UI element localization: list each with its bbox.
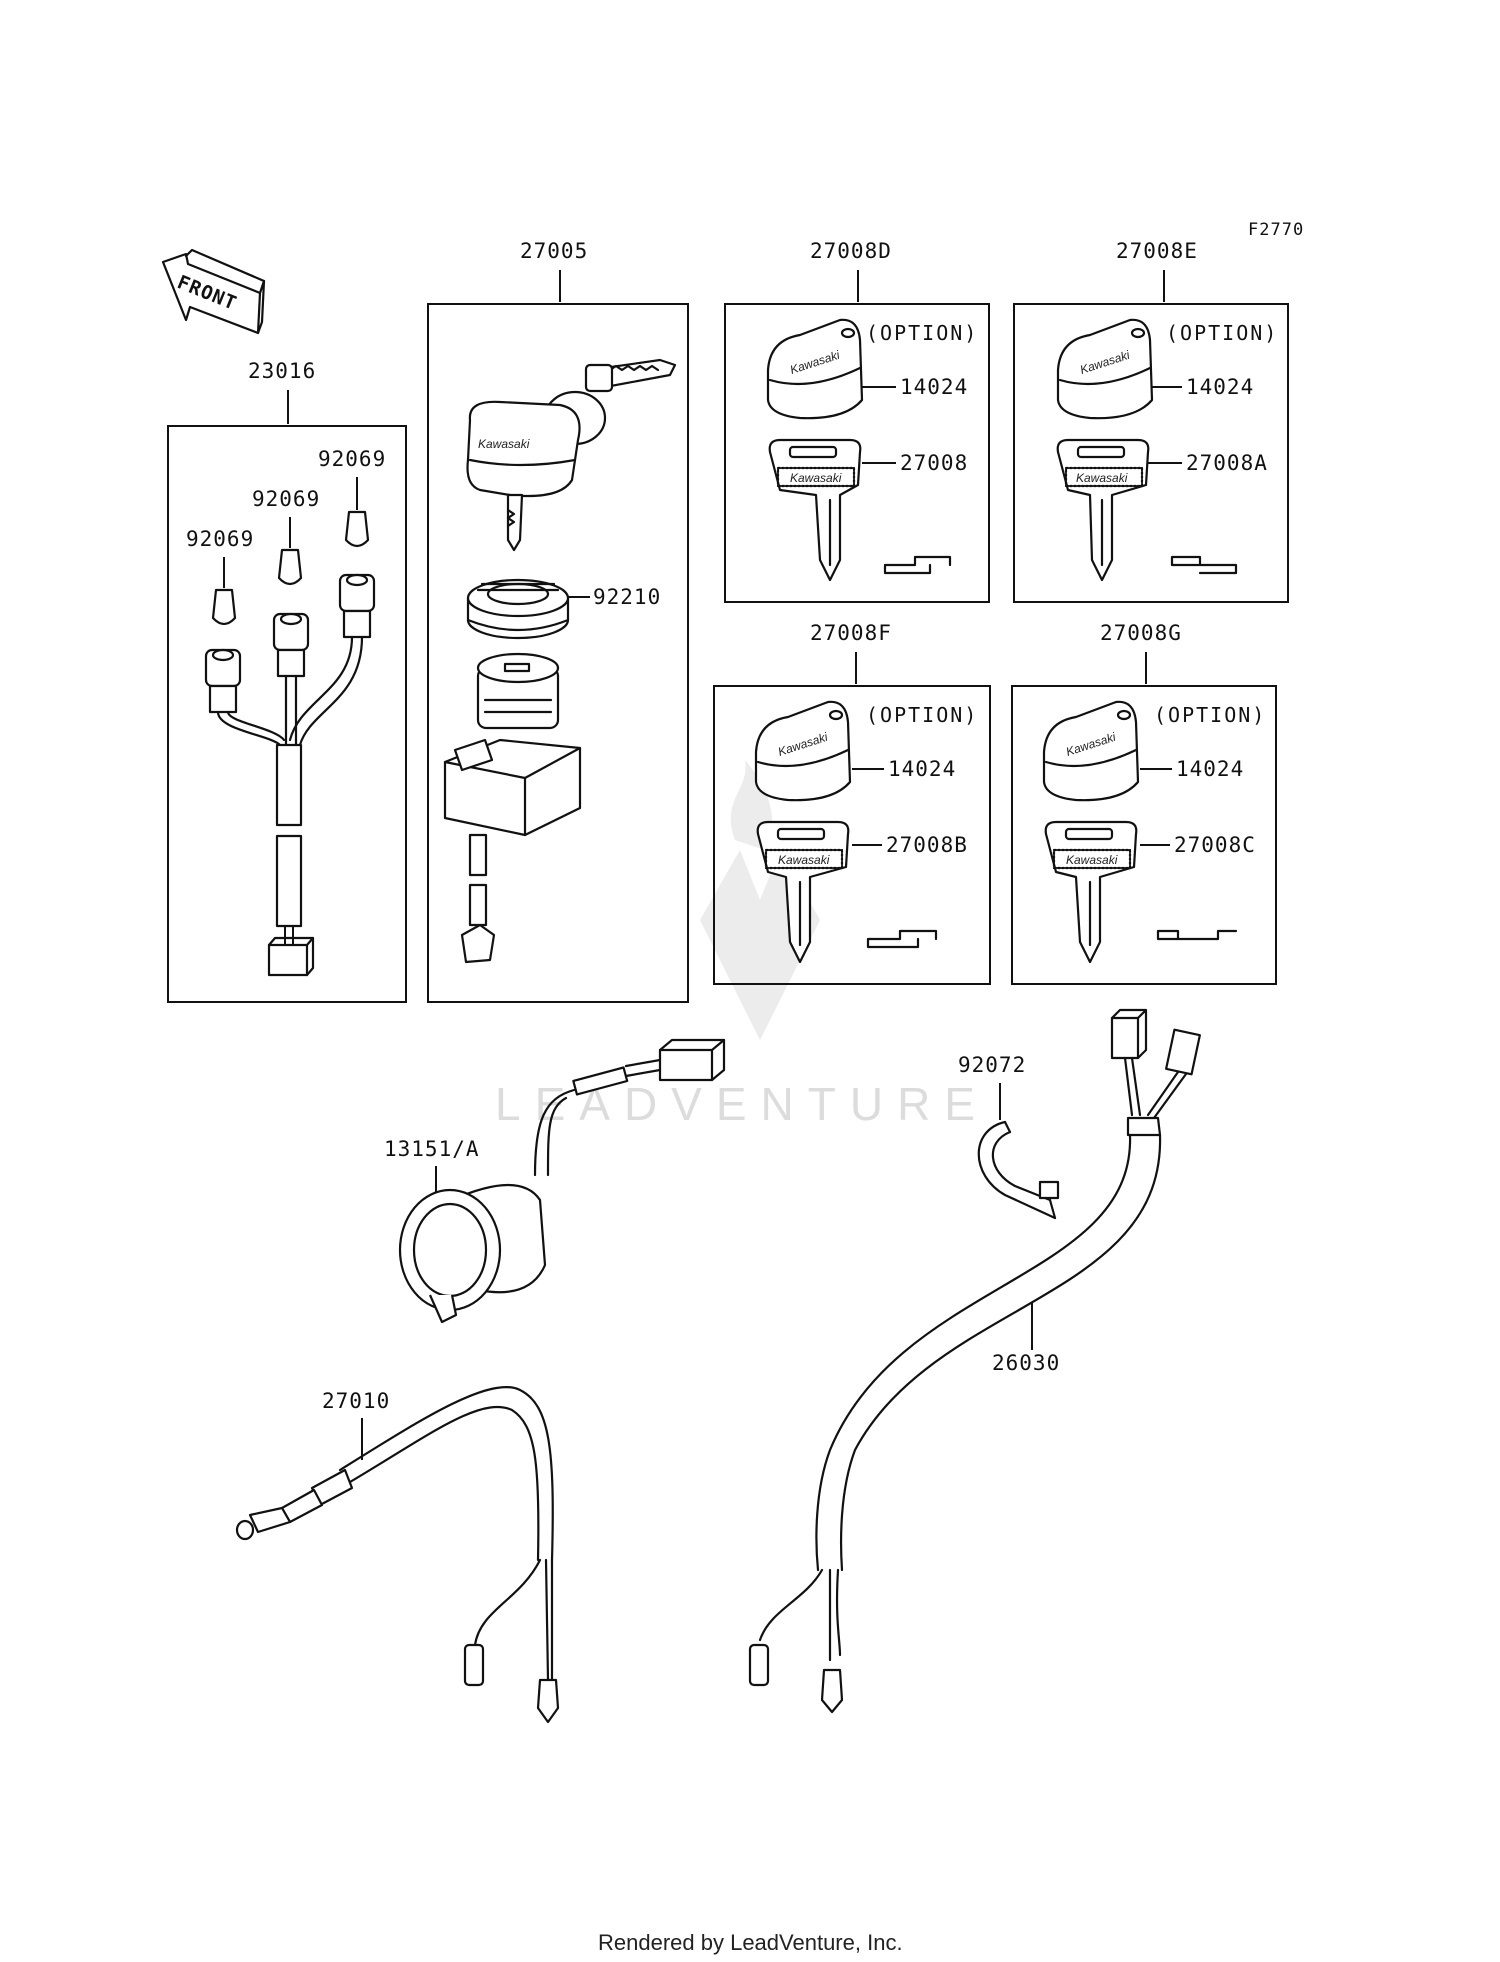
label-14024-g: 14024	[1176, 757, 1244, 781]
key-blank-drawing-g: Kawasaki	[1044, 820, 1238, 964]
label-92069-b: 92069	[252, 487, 320, 511]
key-blank-drawing-e: Kawasaki	[1056, 438, 1238, 582]
label-27008F: 27008F	[810, 621, 892, 645]
label-27008E: 27008E	[1116, 239, 1198, 263]
label-92072: 92072	[958, 1053, 1026, 1077]
key-brand-d: Kawasaki	[790, 471, 842, 485]
footer-credit: Rendered by LeadVenture, Inc.	[598, 1930, 903, 1955]
box-23016	[167, 425, 407, 1003]
box-27008D	[724, 303, 990, 603]
option-27008G: (OPTION)	[1154, 703, 1266, 727]
switch-body-drawing	[443, 652, 582, 964]
label-26030: 26030	[992, 1351, 1060, 1375]
option-27008F: (OPTION)	[866, 703, 978, 727]
watermark: LEADVENTURE	[495, 760, 989, 1130]
keycap-drawing-e: Kawasaki	[1056, 318, 1154, 420]
label-92069-c: 92069	[186, 527, 254, 551]
label-13151A: 13151/A	[384, 1137, 480, 1161]
label-27005: 27005	[520, 239, 588, 263]
label-14024-e: 14024	[1186, 375, 1254, 399]
label-27008D: 27008D	[810, 239, 892, 263]
ignition-switch-drawing: Kawasaki	[466, 358, 677, 552]
label-27008G: 27008G	[1100, 621, 1182, 645]
watermark-text: LEADVENTURE	[495, 1078, 989, 1130]
front-arrow-icon: FRONT	[161, 248, 266, 335]
key-brand-g: Kawasaki	[1066, 853, 1118, 867]
key-blank-drawing-f: Kawasaki	[756, 820, 938, 964]
figure-code: F2770	[1248, 220, 1304, 240]
label-92069-a: 92069	[318, 447, 386, 471]
label-14024-f: 14024	[888, 757, 956, 781]
label-27008: 27008	[900, 451, 968, 475]
key-blank-drawing-d: Kawasaki	[768, 438, 952, 582]
ignition-key-brand: Kawasaki	[478, 437, 530, 451]
label-14024-d: 14024	[900, 375, 968, 399]
key-brand-f: Kawasaki	[778, 853, 830, 867]
nut-drawing	[466, 578, 570, 640]
harness-26030-drawing	[748, 1008, 1201, 1714]
label-27008A: 27008A	[1186, 451, 1268, 475]
label-27008B: 27008B	[886, 833, 968, 857]
box-27008F	[713, 685, 991, 985]
keycap-drawing-g: Kawasaki	[1042, 700, 1140, 802]
option-27008E: (OPTION)	[1166, 321, 1278, 345]
bulb-harness-drawing	[204, 510, 376, 977]
box-27008G	[1011, 685, 1277, 985]
keycap-drawing-f: Kawasaki	[754, 700, 852, 802]
box-27008E	[1013, 303, 1289, 603]
label-27008C: 27008C	[1174, 833, 1256, 857]
label-27010: 27010	[322, 1389, 390, 1413]
power-socket-drawing	[398, 1038, 726, 1324]
box-27005	[427, 303, 689, 1003]
key-brand-e: Kawasaki	[1076, 471, 1128, 485]
label-92210: 92210	[593, 585, 661, 609]
sensor-harness-27010-drawing	[235, 1385, 560, 1724]
label-23016: 23016	[248, 359, 316, 383]
option-27008D: (OPTION)	[866, 321, 978, 345]
cable-tie-drawing	[977, 1120, 1060, 1220]
keycap-drawing-d: Kawasaki	[766, 318, 864, 420]
